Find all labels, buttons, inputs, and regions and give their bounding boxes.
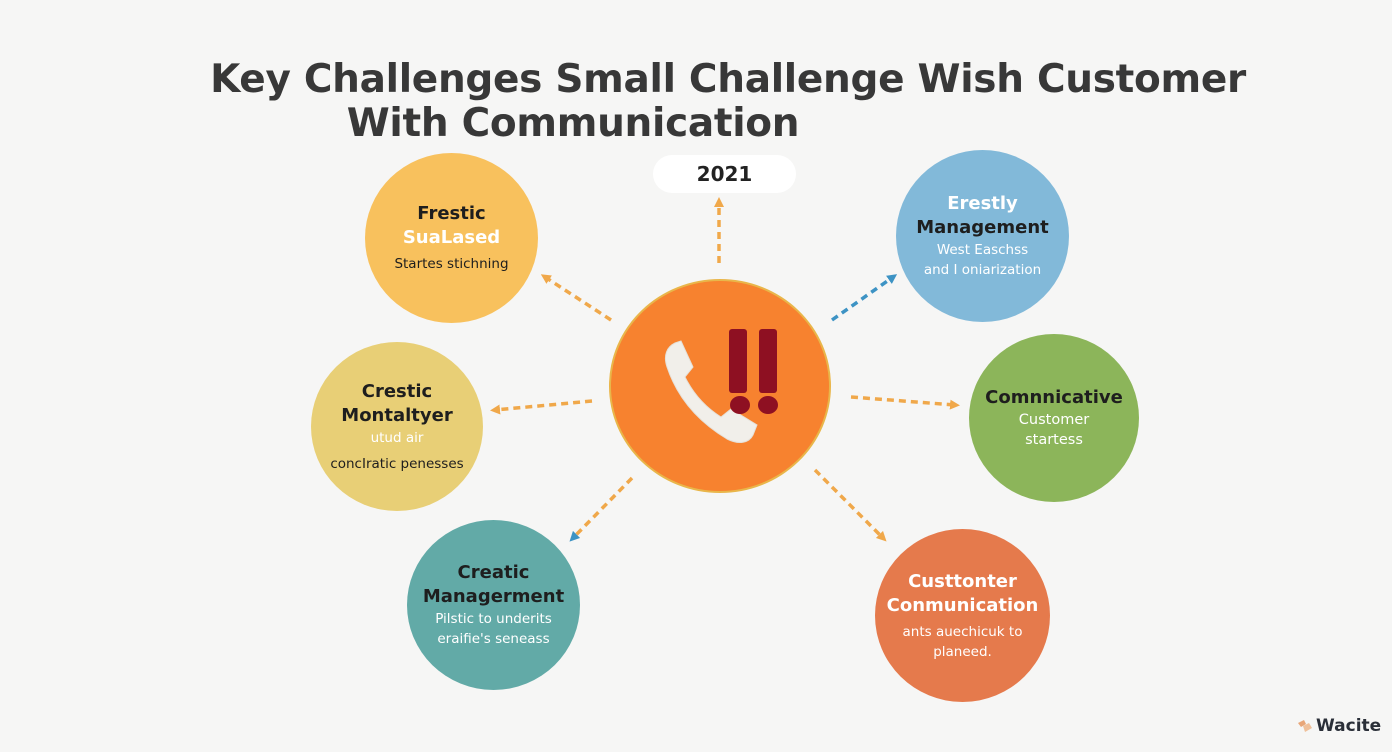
node-heading: Comnnicative [985, 387, 1123, 408]
node-subtext: Customer [1018, 412, 1090, 428]
node-heading: Management [916, 217, 1049, 238]
node-mid-right: Comnnicative Customer startess [969, 334, 1139, 502]
node-subtext: Startes stichning [394, 256, 509, 272]
node-subtext: utud air [370, 429, 424, 446]
title-line-1: Key Challenges Small Challenge Wish Cust… [210, 57, 1246, 102]
brand-logo: Wacite [1297, 716, 1381, 736]
node-heading: Creatic [457, 562, 530, 583]
arrow-to-top-left [540, 274, 612, 322]
node-top-right: Erestly Management West Easchss and I on… [896, 150, 1069, 322]
node-heading: SuaLased [402, 227, 501, 248]
title-line-2: With Communication [346, 101, 800, 146]
arrow-to-mid-left [490, 399, 593, 415]
arrow-to-bottom-left [569, 476, 634, 542]
arrow-to-top-right [830, 274, 898, 322]
node-heading: Custtonter [908, 570, 1017, 592]
brand-name: Wacite [1316, 716, 1382, 736]
node-subtext: startess [1025, 432, 1083, 448]
arrow-to-bottom-right [813, 468, 887, 542]
node-heading: Frestic [417, 203, 486, 224]
node-subtext: and I oniarization [923, 262, 1042, 278]
node-heading: Montaltyer [341, 404, 453, 426]
node-heading: Crestic [361, 380, 433, 402]
node-bottom-left: Creatic Managerment Pilstic to underits … [407, 520, 580, 690]
node-subtext: West Easchss [936, 242, 1029, 258]
node-subtext: planeed. [933, 643, 992, 660]
node-mid-left: Crestic Montaltyer utud air concIratic p… [311, 342, 483, 511]
central-hub [609, 279, 831, 493]
node-subtext: eraifie's seneass [437, 631, 550, 647]
node-bottom-right: Custtonter Conmunication ants auechicuk … [875, 529, 1050, 702]
node-top-left: Frestic SuaLased Startes stichning [365, 153, 538, 323]
node-heading: Erestly [947, 193, 1018, 214]
arrow-to-mid-right [850, 395, 960, 410]
node-heading: Conmunication [886, 594, 1039, 616]
node-subtext: ants auechicuk to [902, 623, 1023, 640]
node-subtext: Pilstic to underits [435, 611, 552, 627]
node-subtext: concIratic penesses [330, 455, 464, 472]
node-heading: Managerment [422, 586, 565, 607]
brand-mark-icon [1298, 720, 1312, 732]
phone-alert-icon [664, 329, 778, 443]
year-badge: 2021 [653, 155, 796, 193]
diagram-title: Key Challenges Small Challenge Wish Cust… [0, 58, 1392, 146]
